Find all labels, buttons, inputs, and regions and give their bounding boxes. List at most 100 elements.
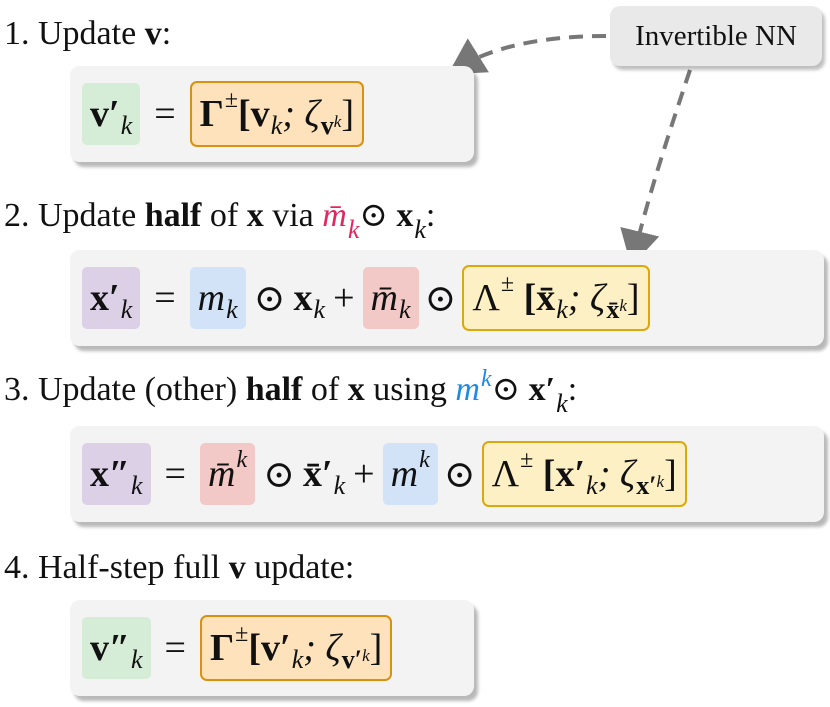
eq3-zeta-sub: x′: [636, 471, 657, 500]
step-text: update:: [254, 549, 355, 586]
eq2-x-sub: k: [313, 295, 326, 324]
eq1-lhs: v′k: [82, 83, 141, 145]
step-number: 4.: [4, 549, 30, 586]
eq3-equals: =: [164, 453, 186, 495]
eq1-lhs-var: v′: [90, 93, 120, 135]
step-1-heading: 1. Update v:: [4, 14, 171, 54]
eq3-arg: [x′: [542, 453, 586, 495]
step-text: Update: [38, 197, 137, 234]
eq4-lhs-var: v″: [90, 627, 130, 669]
eq2-arg: [x̄: [523, 277, 556, 319]
eq4-lhs: v″k: [82, 617, 151, 679]
eq2-equals: =: [154, 277, 176, 319]
step-punct: :: [425, 197, 436, 234]
step-text: using: [373, 371, 447, 408]
callout-label: Invertible NN: [635, 19, 797, 52]
eq1-close: ]: [341, 93, 354, 135]
eq4-equals: =: [164, 627, 186, 669]
eq2-close: ]: [626, 277, 640, 319]
eq2-mask-var: m: [197, 277, 226, 319]
step-number: 1.: [4, 15, 30, 52]
arrow-to-eq2: [620, 69, 692, 267]
step-punct: :: [567, 371, 578, 408]
step-var: x: [396, 197, 414, 234]
eq3-mbar-sup: k: [236, 446, 248, 473]
step-var: x′: [528, 371, 556, 408]
eq3-mask-sup: k: [419, 446, 430, 473]
step-text: Half-step full: [38, 549, 221, 586]
eq4-zeta: ; ζ: [303, 627, 341, 669]
eq1-arg-sub: k: [270, 111, 283, 140]
step-4-heading: 4. Half-step full v update:: [4, 548, 354, 588]
eq2-fn: Λ: [472, 277, 500, 319]
eq4-arg-sub: k: [291, 645, 304, 674]
eq3-plus: +: [353, 453, 375, 495]
eq2-lhs-var: x′: [90, 277, 120, 319]
eq3-mask-var: m: [390, 453, 419, 495]
eq4-close: ]: [369, 627, 383, 669]
step-3-heading: 3. Update (other) half of x using mk⊙ x′…: [4, 366, 578, 418]
arrow-to-eq1: [447, 34, 607, 75]
eq3-zeta-subsub: k: [656, 472, 665, 491]
eq2-zeta-subsub: k: [619, 296, 627, 315]
step-odot: ⊙: [359, 197, 388, 234]
invertible-nn-callout: Invertible NN: [610, 6, 822, 66]
eq3-x: x̄′: [302, 453, 333, 495]
eq1-lhs-sub: k: [120, 111, 133, 140]
step-text: of: [310, 371, 340, 408]
eq2-lhs-sub: k: [120, 295, 133, 324]
eq2-mbar: m̄k: [362, 267, 419, 329]
step-var-sub: k: [414, 215, 426, 244]
eq3-lhs-sub: k: [131, 471, 143, 500]
step-var: v: [144, 15, 162, 52]
eq2-arg-sub: k: [556, 295, 568, 324]
step-punct: :: [161, 15, 172, 52]
eq3-odot: ⊙: [263, 453, 295, 496]
eq4-zeta-subsub: k: [362, 646, 370, 665]
eq3-mbar-var: m̄: [207, 453, 236, 495]
eq2-mask-sub: k: [226, 295, 238, 324]
eq1-zeta-sub: v: [320, 111, 334, 140]
eq4-zeta-sub: v′: [341, 645, 363, 674]
eq3-mbar: m̄k: [199, 443, 256, 505]
eq1-zeta: ; ζ: [282, 93, 320, 135]
step-mask-sub: k: [347, 215, 360, 244]
eq3-odot2: ⊙: [443, 453, 476, 496]
eq4-fn-sup: ±: [235, 620, 249, 647]
eq2-x: x: [293, 277, 313, 319]
eq3-fn-sup: ±: [520, 446, 534, 473]
equation-3-box: [70, 426, 824, 522]
eq2-zeta: ; ζ: [567, 277, 606, 319]
eq1-fn: Γ: [199, 93, 224, 135]
eq2-zeta-sub: x̄: [606, 295, 620, 324]
step-mask: m: [455, 371, 480, 408]
eq2-lhs: x′k: [82, 267, 141, 329]
step-var: v: [228, 549, 246, 586]
eq3-close: ]: [664, 453, 677, 495]
eq1-equals: =: [154, 93, 176, 135]
eq1-zeta-subsub: k: [333, 112, 342, 131]
eq2-mbar-sub: k: [398, 295, 411, 324]
step-text: Update: [38, 15, 137, 52]
eq3-zeta: ; ζ: [597, 453, 636, 495]
step-text: Update (other): [38, 371, 238, 408]
eq2-odot2: ⊙: [424, 277, 457, 320]
step-text: of: [209, 197, 239, 234]
eq2-odot: ⊙: [253, 277, 286, 320]
step-number: 2.: [4, 197, 30, 234]
step-var-sub: k: [556, 389, 568, 418]
step-bold-word: half: [245, 371, 303, 408]
eq3-fn: Λ: [491, 453, 520, 495]
eq3-lhs: x″k: [82, 443, 151, 505]
eq2-plus: +: [333, 277, 355, 319]
eq4-arg: [v′: [248, 627, 291, 669]
step-mask: m̄: [322, 197, 347, 234]
eq4-fn: Γ: [209, 627, 235, 669]
